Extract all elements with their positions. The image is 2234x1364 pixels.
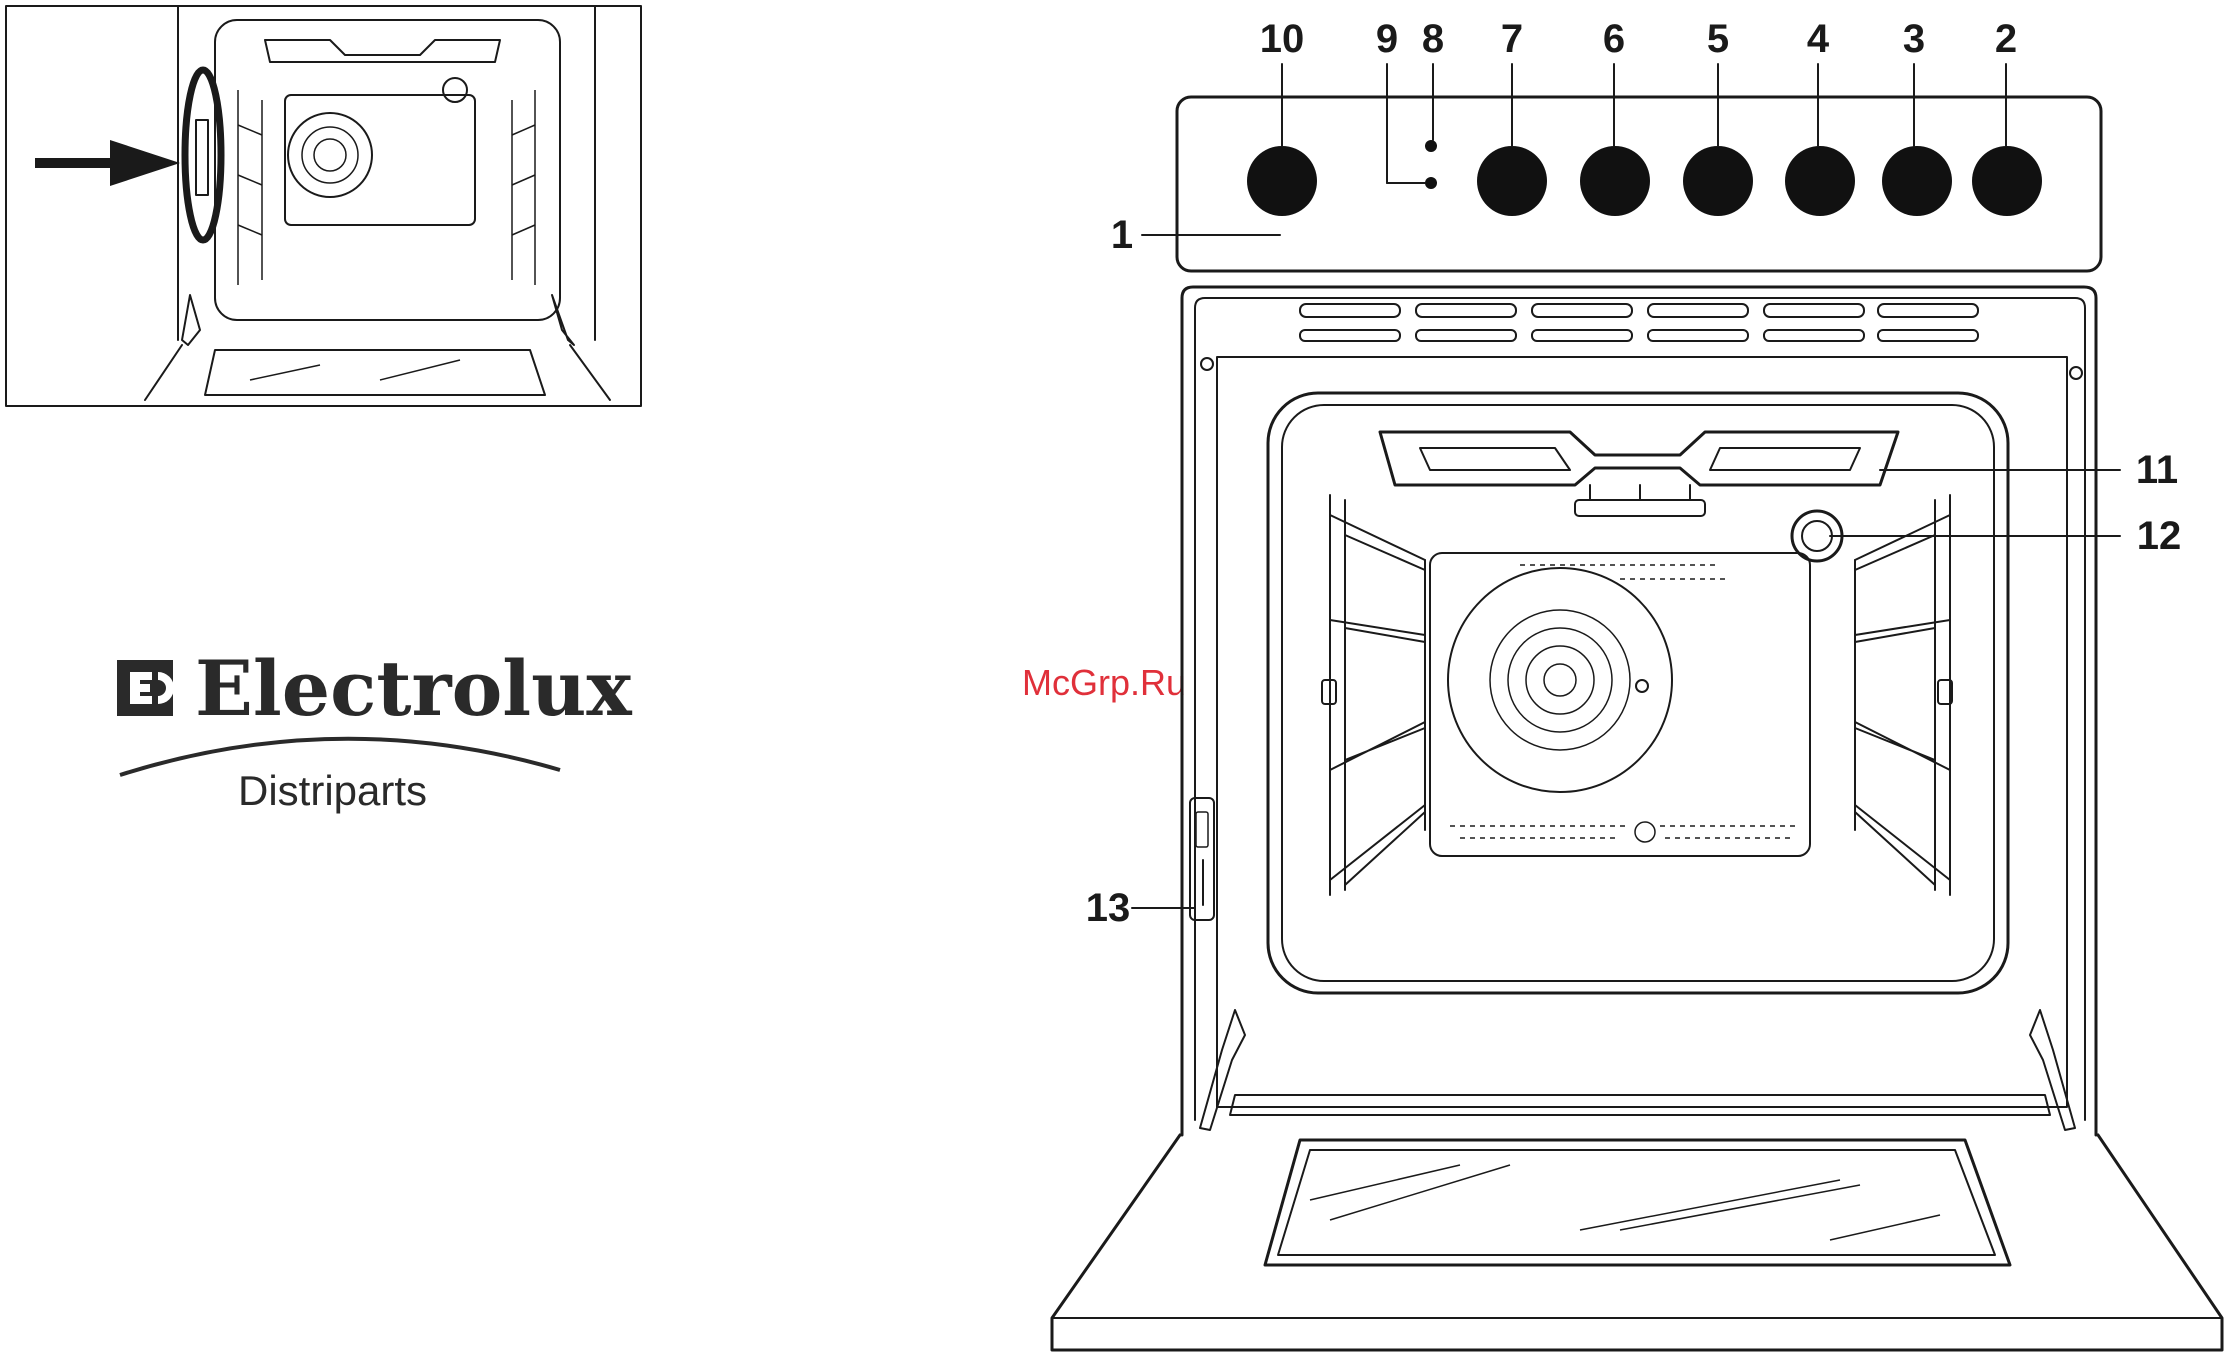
callout-9: 9 [1376,17,1398,61]
knob-4 [1785,146,1855,216]
callout-2: 2 [1995,17,2017,61]
inset-door-window [205,350,545,395]
inset-cavity [215,20,560,320]
oven-cavity [1268,393,2008,993]
inset-frame [6,6,641,406]
callout-4: 4 [1807,17,1830,61]
knob-5 [1683,146,1753,216]
main-oven [1052,97,2222,1350]
oven-body [1182,287,2096,1135]
knob-3 [1882,146,1952,216]
callout-8: 8 [1422,17,1444,61]
callout-3: 3 [1903,17,1925,61]
brand-division: Distriparts [238,767,427,814]
back-panel [1430,553,1810,856]
indicator-light-8 [1425,140,1437,152]
callout-13: 13 [1086,886,1131,930]
door-switch [1190,798,1214,920]
hinge-left [1200,1010,1245,1130]
watermark: McGrp.Ru [1022,662,1186,703]
knob-6 [1580,146,1650,216]
callout-10: 10 [1260,17,1305,61]
inset-fan-icon [288,113,372,197]
callout-11: 11 [2136,448,2178,492]
open-door [1052,1095,2222,1350]
arrow-icon [35,140,180,186]
callout-12: 12 [2137,514,2182,558]
side-rack-left [1322,495,1425,895]
vent-slots [1300,304,1978,341]
fan-icon [1448,568,1672,792]
vent-holes [1450,565,1800,842]
callout-1: 1 [1111,213,1133,257]
indicator-light-9 [1425,177,1437,189]
callout-5: 5 [1707,17,1729,61]
side-rack-right [1855,495,1952,895]
knob-7 [1477,146,1547,216]
knob-2 [1972,146,2042,216]
brand-name: Electrolux [195,644,632,733]
knob-10 [1247,146,1317,216]
inset-grill [265,40,500,62]
callout-6: 6 [1603,17,1625,61]
grill-element [1380,432,1898,516]
electrolux-logo: Electrolux Distriparts [117,644,632,814]
callout-7: 7 [1501,17,1523,61]
inset-detail [6,6,641,406]
hinge-right [2030,1010,2075,1130]
door-window [1265,1140,2010,1265]
